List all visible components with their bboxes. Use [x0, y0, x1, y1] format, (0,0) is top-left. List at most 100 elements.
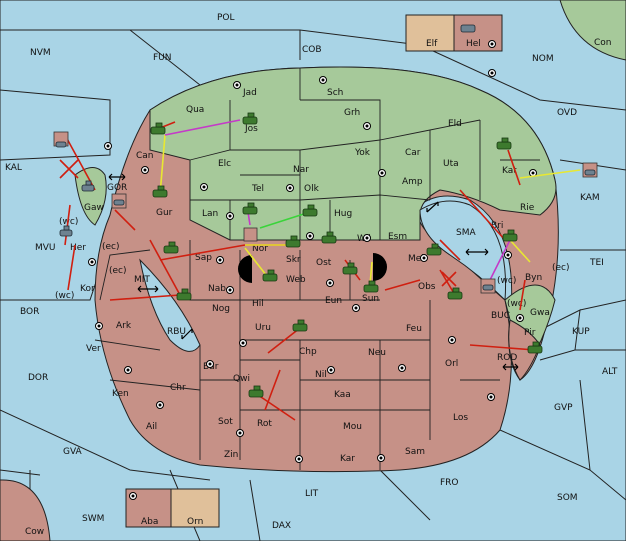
units [53, 112, 598, 398]
army-unit[interactable] [527, 341, 543, 354]
label-kor: Kor [80, 284, 95, 294]
legend-bottom: Aba Orn [125, 488, 220, 528]
army-unit[interactable] [447, 287, 463, 300]
label-hug: Hug [334, 209, 352, 219]
label-kat: Kat [502, 166, 517, 176]
label-gaw: Gaw [84, 203, 104, 213]
label-eld: Eld [448, 119, 462, 129]
army-unit[interactable] [150, 122, 166, 135]
label-neu: Neu [368, 348, 386, 358]
label-nar: Nar [293, 165, 309, 175]
label-feu: Feu [406, 324, 422, 334]
label-mvu: MVU [35, 243, 56, 253]
fleet-unit[interactable] [582, 162, 598, 178]
label-kam: KAM [580, 193, 600, 203]
label-gvp: GVP [554, 403, 573, 413]
label-web: Web [286, 275, 306, 285]
army-unit[interactable] [242, 112, 258, 125]
label-mou: Mou [343, 422, 362, 432]
army-unit[interactable] [302, 204, 318, 217]
label-kar: Kar [340, 454, 355, 464]
label-nor: Nor [252, 244, 268, 254]
army-unit[interactable] [496, 137, 512, 150]
label-nab: Nab [208, 284, 226, 294]
label-tei: TEI [589, 258, 604, 268]
label-mit: MIT [134, 275, 150, 285]
label-lit: LIT [305, 489, 319, 499]
label-los: Los [453, 413, 468, 423]
label-con: Con [594, 38, 612, 48]
coast-tag-byn-ec: (ec) [552, 263, 570, 273]
army-unit[interactable] [152, 185, 168, 198]
province-gaw[interactable] [74, 167, 107, 226]
fleet-unit[interactable] [480, 278, 496, 294]
fleet-unit[interactable] [111, 193, 127, 209]
legend-orn-swatch [170, 488, 220, 528]
legend-top: Elf Hel [405, 14, 503, 52]
label-lan: Lan [202, 209, 218, 219]
coast-tag-kor-ec: (ec) [109, 266, 127, 276]
label-dax: DAX [272, 521, 291, 531]
label-qua: Qua [186, 105, 204, 115]
army-unit[interactable] [285, 235, 301, 248]
fleet-unit[interactable] [81, 180, 95, 192]
army-unit[interactable] [163, 241, 179, 254]
province-borders [94, 68, 540, 470]
label-kaa: Kaa [334, 390, 351, 400]
label-orl: Orl [445, 359, 458, 369]
label-esm: Esm [388, 232, 407, 242]
label-sap: Sap [195, 253, 212, 263]
army-unit[interactable] [321, 231, 337, 244]
label-uta: Uta [443, 159, 459, 169]
label-rbu: RBU [167, 327, 186, 337]
label-mel: Mel [408, 254, 424, 264]
legend-orn-label: Orn [187, 517, 203, 527]
label-alt: ALT [602, 367, 618, 377]
coast-tag-her-ec: (ec) [102, 242, 120, 252]
coast-tag-gwa-wc: (wc) [507, 299, 526, 309]
label-tel: Tel [251, 184, 264, 194]
label-ken: Ken [112, 389, 129, 399]
label-skr: Skr [286, 255, 301, 265]
fleet-unit[interactable] [243, 227, 258, 242]
label-gva: GVA [63, 447, 83, 457]
orders [59, 119, 581, 421]
sea-borders [0, 29, 626, 541]
label-eun: Eun [325, 296, 342, 306]
label-can: Can [136, 151, 154, 161]
label-yok: Yok [354, 148, 371, 158]
label-nvm: NVM [30, 48, 51, 58]
label-grh: Grh [344, 108, 360, 118]
label-cow: Cow [25, 527, 44, 537]
fleet-unit[interactable] [59, 225, 73, 237]
legend-elf-swatch [405, 14, 455, 52]
army-unit[interactable] [363, 280, 379, 293]
legend-elf-label: Elf [426, 39, 438, 49]
label-sch: Sch [327, 88, 343, 98]
army-unit[interactable] [292, 319, 308, 332]
army-unit[interactable] [248, 385, 264, 398]
army-unit[interactable] [176, 288, 192, 301]
label-sam: Sam [405, 447, 425, 457]
label-som: SOM [557, 493, 578, 503]
label-ark: Ark [116, 321, 132, 331]
army-unit[interactable] [242, 202, 258, 215]
label-ail: Ail [146, 422, 157, 432]
supply-centers [88, 69, 537, 524]
label-nom: NOM [532, 54, 554, 64]
label-rod: ROD [497, 353, 517, 363]
label-rie: Rie [520, 203, 535, 213]
label-amp: Amp [402, 177, 423, 187]
label-bri: Bri [491, 221, 503, 231]
fleet-unit[interactable] [53, 131, 69, 148]
label-gor: GOR [107, 183, 127, 193]
label-fun: FUN [153, 53, 172, 63]
army-unit[interactable] [426, 243, 442, 256]
army-unit[interactable] [342, 262, 358, 275]
army-unit[interactable] [502, 229, 518, 242]
army-unit[interactable] [262, 269, 278, 282]
label-buc: BUC [491, 311, 510, 321]
passage-markers [108, 173, 519, 371]
legend-hel-label: Hel [466, 39, 481, 49]
